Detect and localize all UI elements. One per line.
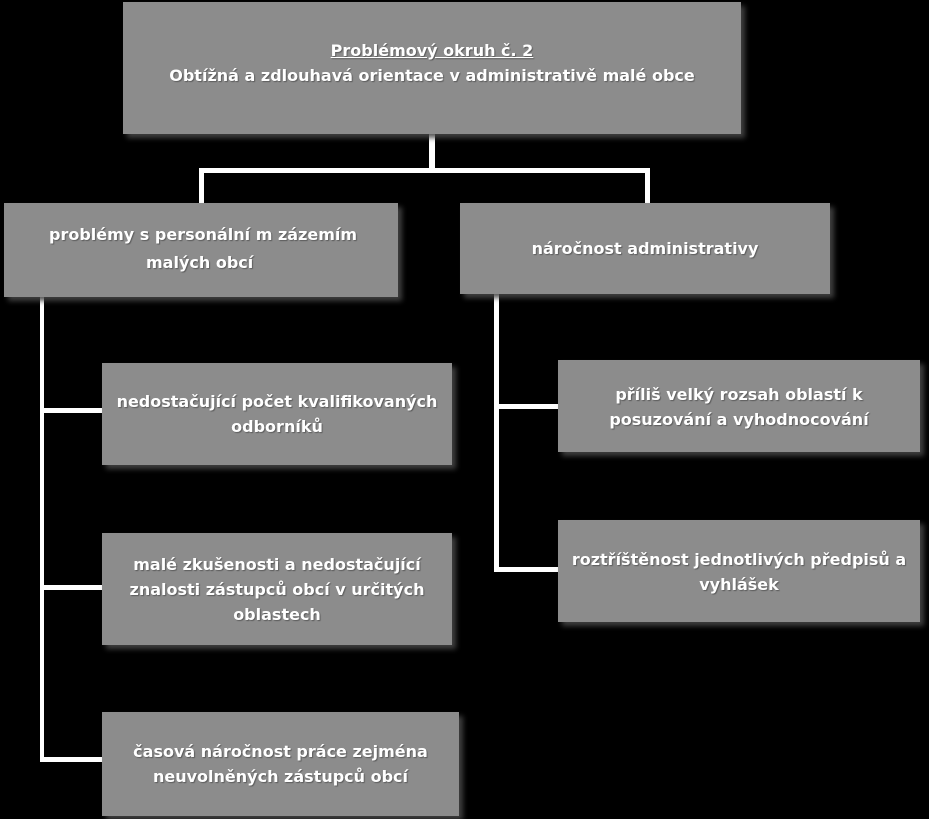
right-child-label: roztříštěnost jednotlivých předpisů a vy… — [571, 550, 907, 594]
connector-left-branch-2 — [40, 585, 104, 590]
right-child-node: roztříštěnost jednotlivých předpisů a vy… — [558, 520, 920, 622]
left-category-label-line2: malých obcí — [146, 253, 254, 272]
connector-right-branch-1 — [494, 404, 558, 409]
right-category-node: náročnost administrativy — [460, 203, 830, 294]
root-node: Problémový okruh č. 2 Obtížná a zdlouhav… — [123, 2, 741, 134]
left-child-label: nedostačující počet kvalifikovaných odbo… — [116, 392, 438, 436]
connector-left-trunk — [40, 297, 44, 762]
left-child-label: časová náročnost práce zejména neuvolněn… — [133, 742, 428, 786]
root-title: Problémový okruh č. 2 — [330, 41, 534, 60]
right-child-label: příliš velký rozsah oblastí k posuzování… — [609, 385, 869, 429]
connector-right-drop — [645, 168, 650, 205]
connector-left-branch-3 — [40, 757, 104, 762]
connector-root-stem — [429, 134, 435, 170]
left-child-node: časová náročnost práce zejména neuvolněn… — [102, 712, 459, 816]
connector-right-branch-2 — [494, 567, 558, 572]
left-child-node: nedostačující počet kvalifikovaných odbo… — [102, 363, 452, 465]
connector-top-horizontal — [199, 168, 650, 173]
connector-left-drop — [199, 168, 204, 205]
left-child-node: malé zkušenosti a nedostačující znalosti… — [102, 533, 452, 645]
right-category-label: náročnost administrativy — [531, 239, 759, 258]
root-subtitle: Obtížná a zdlouhavá orientace v administ… — [169, 66, 695, 85]
connector-left-branch-1 — [40, 408, 104, 413]
left-category-node: problémy s personální m zázemím malých o… — [4, 203, 398, 297]
left-child-label: malé zkušenosti a nedostačující znalosti… — [129, 555, 425, 624]
right-child-node: příliš velký rozsah oblastí k posuzování… — [558, 360, 920, 452]
left-category-label-line1: problémy s personální m zázemím — [49, 225, 358, 244]
connector-right-trunk — [494, 294, 499, 571]
